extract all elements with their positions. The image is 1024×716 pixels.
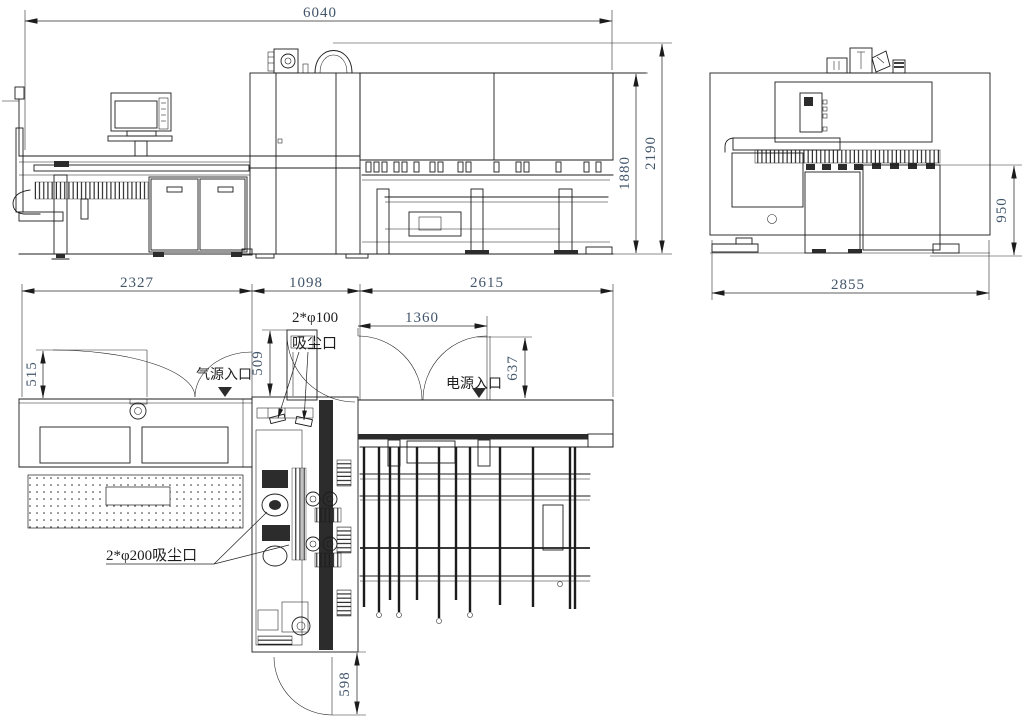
- dim-left-door-swing: 515: [24, 361, 40, 387]
- air-inlet-label: 气源入口: [196, 367, 252, 383]
- machining-area: [255, 400, 352, 650]
- dim-center-length: 1098: [289, 275, 323, 291]
- infeed-table: [2, 86, 251, 260]
- front-dimensions: 6040 1880 2190: [24, 5, 672, 254]
- hose-arch: [314, 50, 353, 74]
- door-swing-arc: [286, 333, 356, 403]
- infeed-cabinets: [148, 176, 248, 257]
- dust-port-100-label-line1: 2*φ100: [292, 310, 338, 326]
- dim-outfeed-length: 2615: [470, 275, 504, 291]
- plan-dimensions-top: 2327 1098 2615: [21, 275, 614, 400]
- cabinet-handle: [217, 186, 234, 193]
- outfeed-rails: [362, 447, 577, 618]
- dim-overall-height: 2190: [643, 136, 659, 170]
- dim-right-door-swing: 637: [505, 355, 521, 381]
- monitor-screen: [114, 100, 158, 129]
- front-view: 6040 1880 2190: [2, 5, 672, 260]
- plan-outfeed-section: 1360 637 电源入口: [357, 310, 614, 624]
- dust-port-200-label: 2*φ200吸尘口: [106, 547, 197, 564]
- power-inlet-label: 电源入口: [446, 376, 502, 392]
- clamp-pod: [129, 402, 147, 420]
- plan-infeed-section: 515 气源入口: [18, 349, 253, 529]
- guard-wall: [359, 72, 647, 161]
- side-dimensions: 950 2855: [711, 164, 1022, 300]
- conveyor-leg: [470, 188, 484, 255]
- roof-components: [826, 47, 906, 74]
- dim-infeed-length: 2327: [120, 275, 154, 291]
- dim-table-height: 1880: [617, 156, 633, 190]
- door-swing-arc: [273, 656, 333, 716]
- air-inlet-marker: [218, 387, 232, 397]
- electrical-box: [799, 92, 828, 133]
- cabinet-handle: [166, 186, 183, 193]
- plan-view: 2327 1098 2615 515 气: [18, 275, 614, 716]
- dim-door-opening: 1360: [405, 310, 439, 326]
- door-swing-arc: [357, 335, 423, 401]
- clamp-row: [365, 161, 602, 173]
- dust-housing: [286, 329, 318, 401]
- side-cabinets: [710, 152, 990, 254]
- outfeed-conveyor: [361, 159, 614, 255]
- dim-conveyor-height: 950: [994, 197, 1010, 223]
- dim-bottom-door-swing: 598: [337, 671, 353, 697]
- door-swing-arc: [422, 335, 488, 401]
- infeed-panel: [141, 426, 229, 464]
- infeed-panel: [39, 426, 131, 464]
- machine-tower: [241, 48, 369, 259]
- vacuum-unit: [273, 48, 299, 74]
- conveyor-leg: [558, 188, 573, 255]
- power-inlet-marker: [472, 388, 486, 398]
- flag-component: [871, 50, 891, 73]
- dim-overall-depth: 2855: [831, 277, 865, 293]
- plan-center-section: 509 2*φ100 吸尘口: [106, 310, 366, 716]
- dim-dust-box-offset: 509: [250, 350, 266, 376]
- dust-port-100-label-line2: 吸尘口: [292, 335, 337, 352]
- control-monitor: [107, 92, 173, 157]
- conveyor-leg: [376, 188, 390, 255]
- dim-overall-width: 6040: [303, 5, 337, 21]
- door-swing-arc: [52, 349, 196, 398]
- monitor-buttons: [158, 97, 169, 130]
- side-view: 950 2855: [709, 47, 1022, 300]
- door-swing-arc: [194, 351, 253, 398]
